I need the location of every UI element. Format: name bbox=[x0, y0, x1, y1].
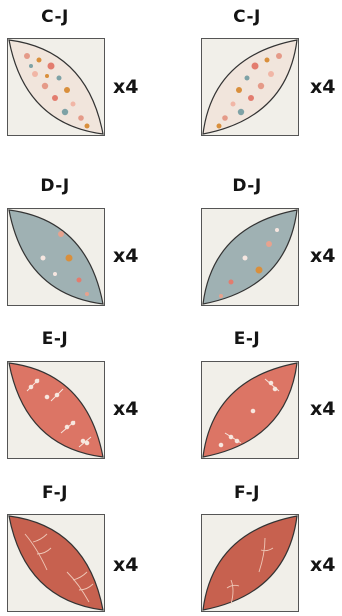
template-tile-d-j bbox=[201, 208, 299, 306]
template-tile-f-j bbox=[201, 514, 299, 612]
quantity-label: x4 bbox=[113, 398, 139, 420]
template-tile-e-j bbox=[201, 361, 299, 459]
piece-label-c-j: C-J bbox=[41, 7, 69, 27]
piece-label-c-j: C-J bbox=[233, 7, 261, 27]
petal-shape-icon bbox=[201, 38, 299, 136]
template-tile-c-j bbox=[7, 38, 105, 136]
template-tile-c-j bbox=[201, 38, 299, 136]
template-tile-e-j bbox=[7, 361, 105, 459]
petal-shape-icon bbox=[7, 514, 105, 612]
piece-label-e-j: E-J bbox=[233, 329, 261, 349]
petal-shape-icon bbox=[7, 208, 105, 306]
piece-label-d-j: D-J bbox=[232, 176, 262, 196]
piece-label-f-j: F-J bbox=[234, 483, 260, 503]
petal-shape-icon bbox=[201, 208, 299, 306]
petal-shape-icon bbox=[7, 38, 105, 136]
quantity-label: x4 bbox=[310, 398, 336, 420]
template-tile-f-j bbox=[7, 514, 105, 612]
quantity-label: x4 bbox=[113, 554, 139, 576]
petal-shape-icon bbox=[201, 514, 299, 612]
piece-label-e-j: E-J bbox=[41, 329, 69, 349]
quantity-label: x4 bbox=[310, 554, 336, 576]
template-tile-d-j bbox=[7, 208, 105, 306]
piece-label-f-j: F-J bbox=[42, 483, 68, 503]
petal-shape-icon bbox=[201, 361, 299, 459]
quantity-label: x4 bbox=[310, 76, 336, 98]
quantity-label: x4 bbox=[310, 245, 336, 267]
quantity-label: x4 bbox=[113, 76, 139, 98]
piece-label-d-j: D-J bbox=[40, 176, 70, 196]
quantity-label: x4 bbox=[113, 245, 139, 267]
petal-shape-icon bbox=[7, 361, 105, 459]
